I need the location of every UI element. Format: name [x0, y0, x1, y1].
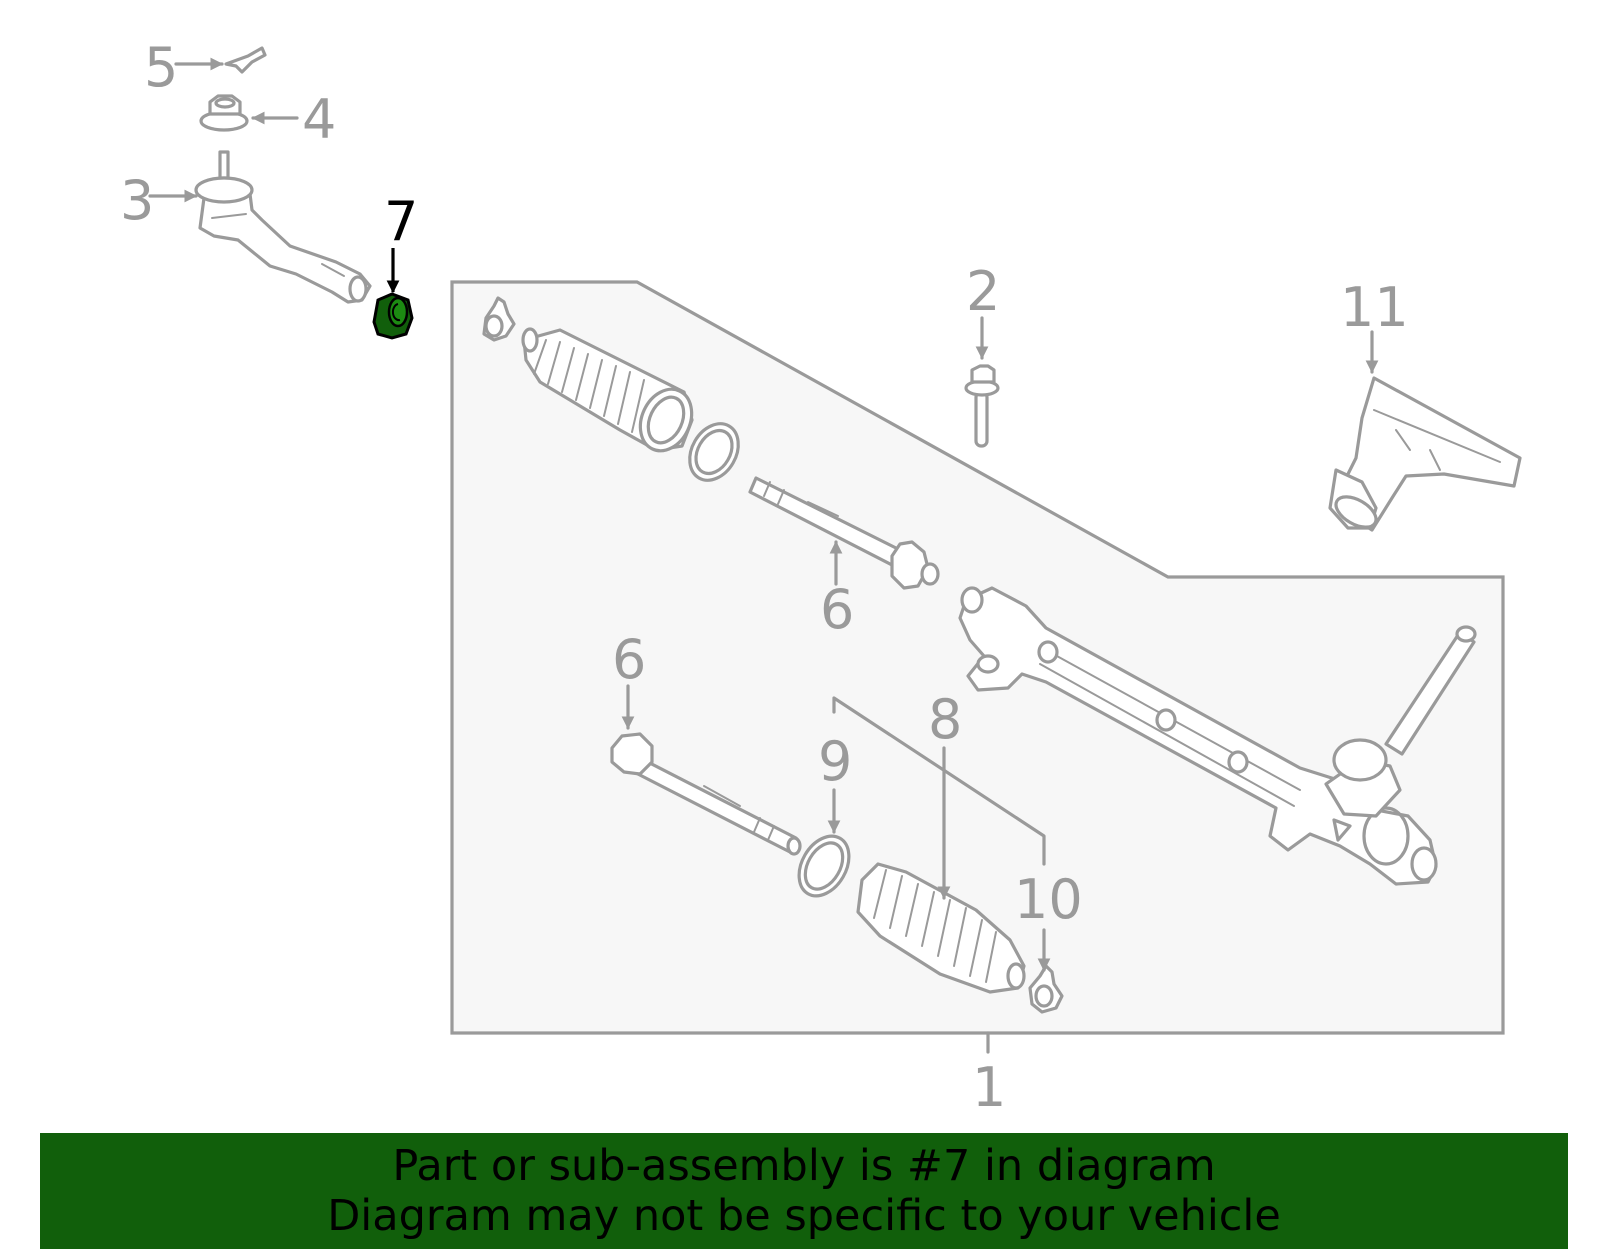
callout-11[interactable]: 11: [1340, 276, 1409, 339]
callout-5[interactable]: 5: [144, 36, 178, 99]
callout-9[interactable]: 9: [818, 730, 852, 793]
ring-upper[interactable]: [680, 415, 748, 489]
callout-6-lower[interactable]: 6: [612, 628, 646, 691]
part-6-inner-tie-rod-upper[interactable]: [748, 476, 940, 590]
callout-10[interactable]: 10: [1014, 868, 1083, 931]
part-3-tie-rod-end[interactable]: [148, 150, 372, 304]
boot-clamp-upper[interactable]: [482, 296, 516, 342]
part-4-nut[interactable]: [199, 94, 299, 132]
part-9-ring[interactable]: [789, 788, 859, 905]
group-bracket-9-10: [832, 696, 1046, 866]
part-2-bolt[interactable]: [964, 316, 1000, 448]
callout-7[interactable]: 7: [384, 190, 418, 253]
callout-2[interactable]: 2: [966, 260, 1000, 323]
rack-housing[interactable]: [958, 586, 1477, 886]
part-6-inner-tie-rod-lower[interactable]: [610, 684, 802, 856]
callout-1[interactable]: 1: [972, 1056, 1006, 1119]
part-5-clip[interactable]: [174, 46, 267, 74]
part-10-clamp[interactable]: [1028, 928, 1064, 1014]
callout-8[interactable]: 8: [928, 688, 962, 751]
callout-3[interactable]: 3: [120, 169, 154, 232]
part-7-nut-highlighted[interactable]: [372, 248, 414, 340]
banner-line-2: Diagram may not be specific to your vehi…: [327, 1191, 1281, 1241]
part-8-boot[interactable]: [856, 746, 1026, 994]
banner-line-1: Part or sub-assembly is #7 in diagram: [392, 1141, 1216, 1191]
info-banner: Part or sub-assembly is #7 in diagram Di…: [40, 1133, 1568, 1249]
callout-4[interactable]: 4: [302, 88, 336, 151]
part-11-cover[interactable]: [1328, 330, 1522, 533]
boot-upper[interactable]: [521, 327, 701, 459]
callout-6-upper[interactable]: 6: [820, 578, 854, 641]
